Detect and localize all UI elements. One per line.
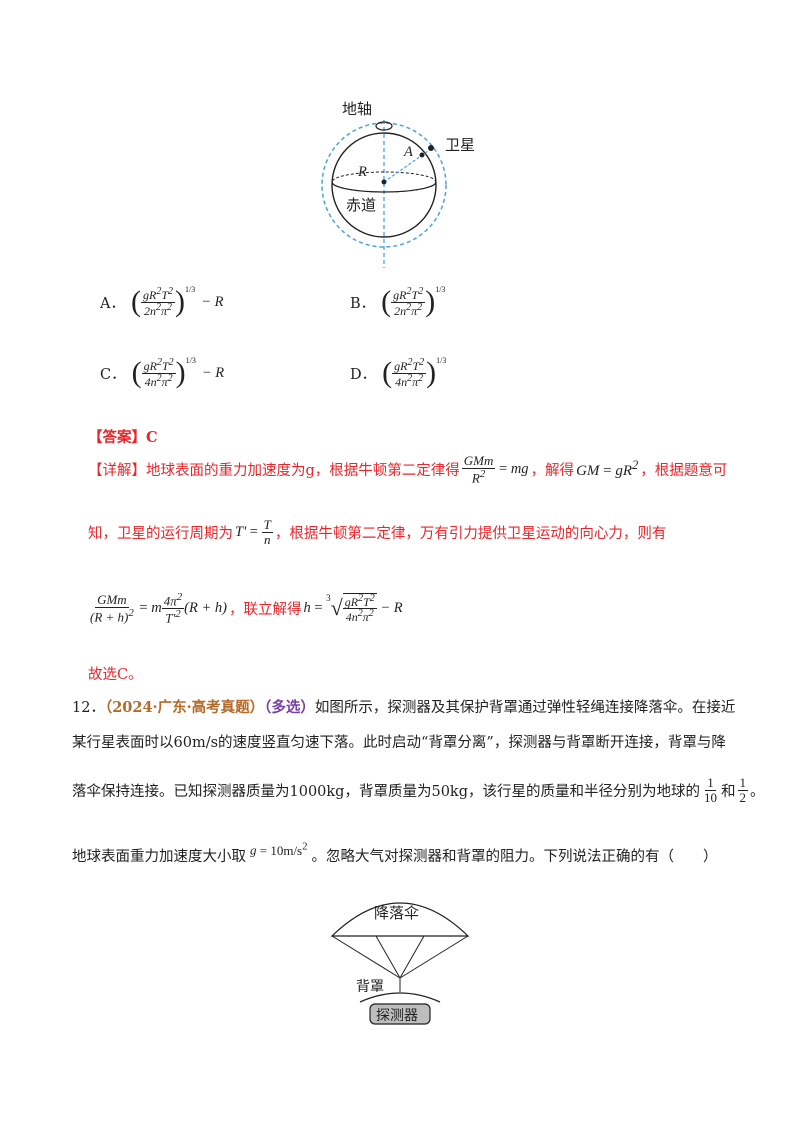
option-a-label: A． <box>100 295 125 312</box>
question-line3-end: 。 <box>750 783 765 800</box>
option-c-label: C． <box>100 366 126 383</box>
option-c-tail: − R <box>201 364 225 381</box>
cord-3 <box>399 935 425 979</box>
satellite-dot <box>428 145 434 151</box>
question-line3-text: 落伞保持连接。已知探测器质量为1000kg，背罩质量为50kg，该行星的质量和半… <box>72 783 700 800</box>
answer-line: 【答案】C <box>88 429 158 446</box>
question-12-line-1: 12．（2024·广东·高考真题）（多选）如图所示，探测器及其保护背罩通过弹性轻… <box>72 696 735 717</box>
orbit-circle <box>321 122 447 248</box>
detail-line1-b: ，解得 <box>530 462 575 479</box>
detail-line1-a: 【详解】地球表面的重力加速度为g，根据牛顿第二定律得 <box>88 462 460 479</box>
earth-axis-label: 地轴 <box>342 100 373 118</box>
point-a-label: A <box>404 144 413 160</box>
back-cover <box>359 992 441 1003</box>
question-line4-a: 地球表面重力加速度大小取 <box>72 849 246 865</box>
question-source: （2024·广东·高考真题） <box>104 699 265 716</box>
option-a-tail: − R <box>201 293 224 310</box>
equator-front <box>331 181 437 193</box>
gm-equation: GM = gR2 <box>576 458 639 480</box>
question-12-line-4: 地球表面重力加速度大小取 g = 10m/s2 。忽略大气对探测器和背罩的阻力。… <box>72 840 718 866</box>
question-12-line-3: 落伞保持连接。已知探测器质量为1000kg，背罩质量为50kg，该行星的质量和半… <box>72 776 765 804</box>
cord-2 <box>375 935 401 979</box>
cover-label: 背罩 <box>356 979 384 995</box>
parachute-svg <box>330 902 470 1025</box>
rotation-arrow <box>375 121 393 131</box>
cord-1 <box>331 935 401 979</box>
conclusion-line: 故选C。 <box>88 667 143 683</box>
question-number: 12． <box>72 700 105 716</box>
detail-line3-b: ，联立解得 <box>228 601 302 618</box>
option-d-label: D． <box>350 366 377 383</box>
detail-line2-b: ，根据牛顿第二定律，万有引力提供卫星运动的向心力，则有 <box>274 525 667 542</box>
earth-diagram-svg <box>321 120 447 268</box>
equator-label: 赤道 <box>346 196 377 214</box>
probe-label: 探测器 <box>376 1008 418 1024</box>
cord-4 <box>399 935 469 979</box>
radius-label: R <box>358 164 367 180</box>
parachute-figure: 降落伞 背罩 探测器 <box>330 880 470 1040</box>
gravity-value: g = 10m/s2 <box>250 840 308 858</box>
detail-line1-c: ，根据题意可 <box>640 462 728 479</box>
question-tag: （多选） <box>264 699 315 716</box>
probe-box <box>369 1003 431 1025</box>
earth-circle <box>331 132 437 238</box>
question-line3-and: 和 <box>721 783 736 800</box>
option-b-label: B． <box>350 295 376 312</box>
parachute-canopy <box>330 902 470 937</box>
question-line1-text: 如图所示，探测器及其保护背罩通过弹性轻绳连接降落伞。在接近 <box>314 700 736 716</box>
question-12-line-2: 某行星表面时以60m/s的速度竖直匀速下落。此时启动“背罩分离”，探测器与背罩断… <box>72 735 726 751</box>
earth-satellite-figure: 地轴 卫星 A R 赤道 <box>300 90 500 270</box>
detail-line2-a: 知，卫星的运行周期为 <box>88 525 233 542</box>
question-line4-b: 。忽略大气对探测器和背罩的阻力。下列说法正确的有（ ） <box>311 849 718 865</box>
parachute-label: 降落伞 <box>374 904 420 922</box>
center-dot <box>381 179 387 185</box>
point-a-dot <box>419 152 425 158</box>
satellite-label: 卫星 <box>445 136 476 154</box>
